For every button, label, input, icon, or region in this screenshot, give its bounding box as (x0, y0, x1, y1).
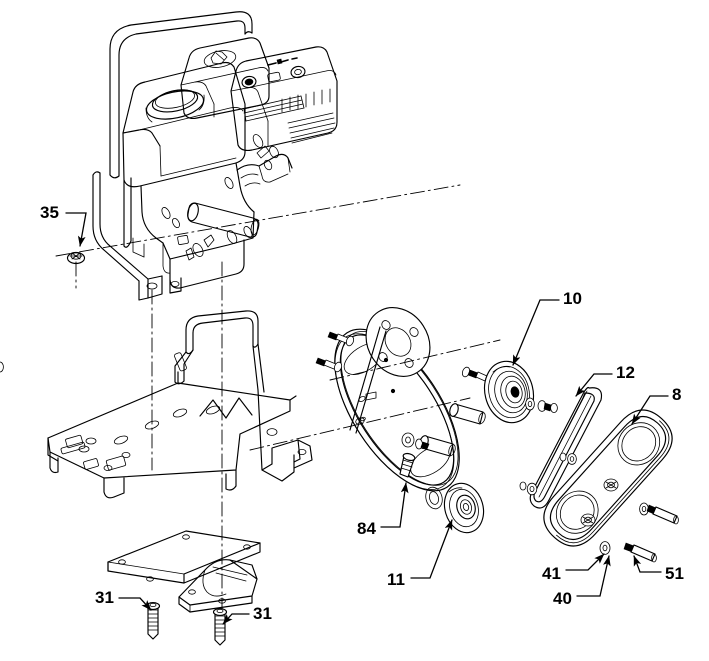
belt-mount-hardware (519, 452, 577, 496)
engine-crankcase (140, 134, 293, 289)
crankshaft-output-shaft (187, 202, 260, 238)
part-flange-bolt-group (399, 432, 430, 478)
callout-leader-lines (65, 212, 669, 625)
callout-31-right[interactable]: 31 (253, 604, 272, 623)
engine-recoil-cover (230, 46, 338, 152)
callout-12[interactable]: 12 (616, 363, 635, 382)
primary-drive-belt-assembly (334, 307, 460, 492)
callout-11[interactable]: 11 (387, 570, 405, 589)
engine-carry-handle (109, 11, 253, 179)
engine-fuel-tank (122, 61, 246, 188)
part-flange-bolt (399, 452, 416, 478)
center-hardware-right (461, 366, 488, 382)
callout-51[interactable]: 51 (665, 564, 684, 583)
callout-41[interactable]: 41 (542, 564, 561, 583)
callout-31-left[interactable]: 31 (95, 588, 114, 607)
base-plate-frame (47, 310, 313, 499)
callout-84[interactable]: 84 (357, 519, 376, 538)
engine-air-filter-box (180, 37, 270, 120)
center-hardware-lower (0, 357, 343, 373)
callout-40[interactable]: 40 (553, 589, 572, 608)
part-engine-mount-nut (66, 251, 86, 289)
lower-centerline (249, 397, 471, 451)
guard-hardware-upper (639, 502, 679, 525)
part-base-bolt-right (212, 608, 228, 646)
clutch-centerline (329, 339, 501, 381)
engine-mount-bracket (92, 171, 182, 301)
scraper-bracket (178, 559, 258, 613)
callout-8[interactable]: 8 (672, 385, 682, 404)
bottom-mounting-plate (107, 530, 261, 584)
callout-10[interactable]: 10 (563, 289, 582, 308)
guard-hardware-lower (599, 541, 657, 563)
spacer-sleeve-upper (449, 403, 486, 425)
belt-guard-cover (543, 409, 673, 547)
engine-assembly (92, 11, 338, 301)
part-clutch-pulley (483, 360, 558, 424)
callout-35[interactable]: 35 (40, 203, 59, 222)
center-hardware-upper (327, 331, 355, 347)
pulley-flange-plate (365, 307, 431, 377)
part-idler-pulley (425, 482, 485, 534)
